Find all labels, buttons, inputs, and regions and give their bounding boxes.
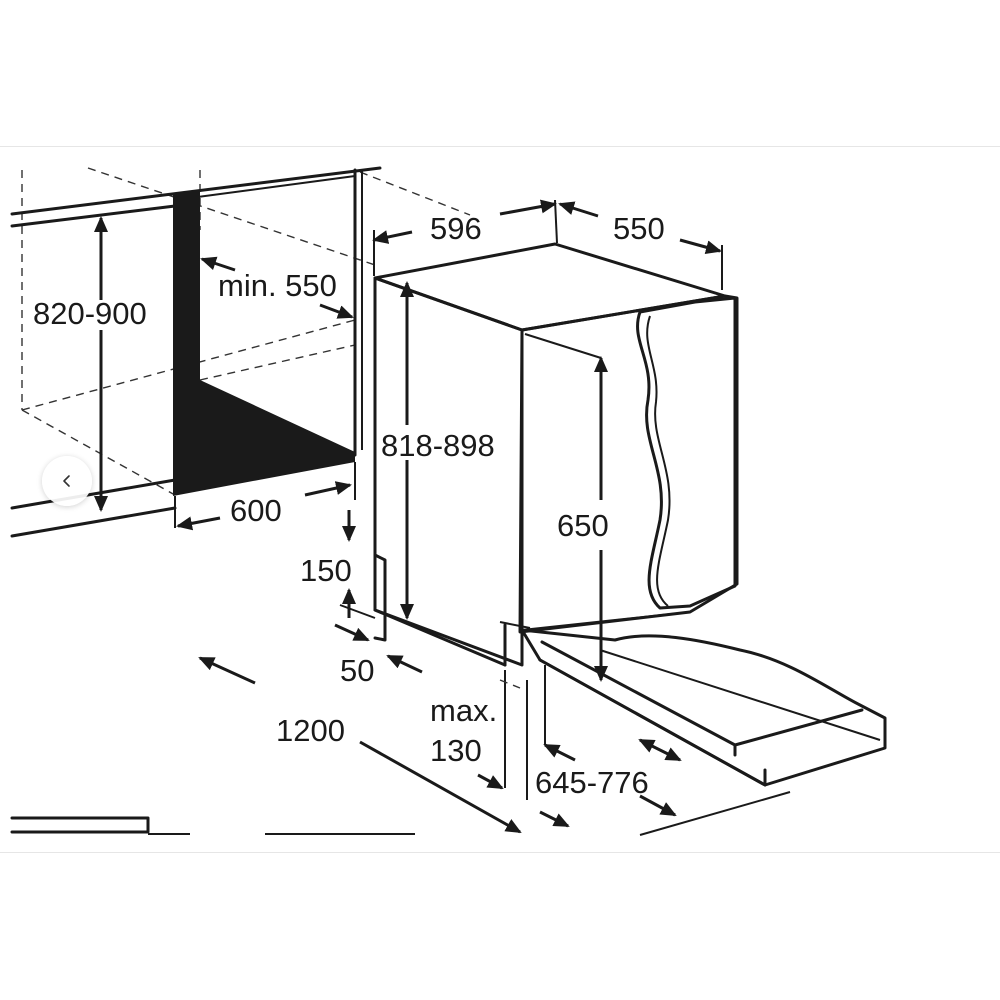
dimension-lines: [94, 199, 723, 834]
label-820-900: 820-900: [33, 296, 147, 331]
label-1200: 1200: [276, 713, 345, 748]
label-max: max.: [430, 693, 497, 728]
label-150: 150: [300, 553, 352, 588]
top-divider: [0, 146, 1000, 147]
label-550: 550: [613, 211, 665, 246]
bottom-divider: [0, 852, 1000, 853]
label-818-898: 818-898: [381, 428, 495, 463]
floor-lines: [10, 791, 791, 836]
chevron-left-icon: [63, 475, 70, 487]
label-min-550: min. 550: [218, 268, 337, 303]
label-130: 130: [430, 733, 482, 768]
dimension-labels: 820-900 min. 550 600 596 550 818-898 650…: [33, 211, 665, 800]
carousel-prev-button[interactable]: [42, 456, 92, 506]
label-596: 596: [430, 211, 482, 246]
label-600: 600: [230, 493, 282, 528]
label-50: 50: [340, 653, 374, 688]
label-645-776: 645-776: [535, 765, 649, 800]
label-650: 650: [557, 508, 609, 543]
